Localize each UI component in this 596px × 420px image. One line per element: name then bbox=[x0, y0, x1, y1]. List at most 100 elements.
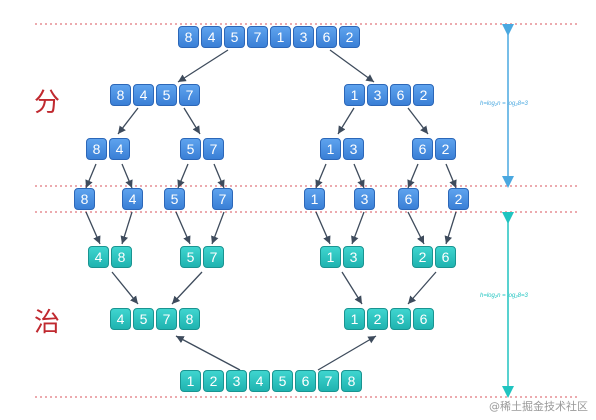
array-cell: 1 bbox=[270, 26, 291, 48]
arrow bbox=[351, 211, 365, 245]
array-cell: 4 bbox=[88, 246, 109, 268]
arrow bbox=[211, 211, 225, 245]
arrow bbox=[407, 211, 425, 245]
array-cell: 6 bbox=[398, 188, 419, 210]
array-cell: 8 bbox=[74, 188, 95, 210]
array-cell: 8 bbox=[111, 246, 132, 268]
array-cell: 8 bbox=[178, 26, 199, 48]
divide-row-3-item-5: 3 bbox=[354, 188, 375, 210]
divide-row-3-item-0: 8 bbox=[74, 188, 95, 210]
array-cell: 6 bbox=[413, 308, 434, 330]
conquer-row-4-group-2: 1 3 bbox=[320, 246, 364, 268]
divide-row-1-group-1: 1 3 6 2 bbox=[344, 84, 434, 106]
array-cell: 1 bbox=[304, 188, 325, 210]
array-cell: 4 bbox=[133, 84, 154, 106]
arrow bbox=[315, 163, 327, 189]
array-cell: 3 bbox=[226, 370, 247, 392]
arrow bbox=[317, 335, 377, 371]
array-cell: 1 bbox=[344, 308, 365, 330]
divide-row-3-item-4: 1 bbox=[304, 188, 325, 210]
array-cell: 5 bbox=[156, 84, 177, 106]
array-cell: 6 bbox=[390, 84, 411, 106]
array-cell: 2 bbox=[203, 370, 224, 392]
divide-row-3-item-2: 5 bbox=[164, 188, 185, 210]
divide-row-1-group-0: 8 4 5 7 bbox=[110, 84, 200, 106]
array-cell: 8 bbox=[341, 370, 362, 392]
arrow bbox=[315, 211, 331, 245]
array-cell: 7 bbox=[318, 370, 339, 392]
arrow bbox=[177, 163, 189, 189]
array-cell: 1 bbox=[344, 84, 365, 106]
arrow bbox=[341, 271, 363, 305]
array-cell: 4 bbox=[201, 26, 222, 48]
array-cell: 3 bbox=[343, 246, 364, 268]
array-cell: 5 bbox=[180, 246, 201, 268]
array-cell: 1 bbox=[180, 370, 201, 392]
arrow bbox=[407, 107, 429, 135]
array-cell: 7 bbox=[247, 26, 268, 48]
arrow bbox=[407, 163, 419, 189]
conquer-label: 治 bbox=[34, 308, 61, 338]
arrow bbox=[121, 163, 133, 189]
array-cell: 5 bbox=[133, 308, 154, 330]
arrow bbox=[353, 163, 365, 189]
array-cell: 6 bbox=[412, 138, 433, 160]
array-cell: 2 bbox=[367, 308, 388, 330]
arrow bbox=[444, 211, 457, 245]
array-cell: 7 bbox=[156, 308, 177, 330]
arrow bbox=[175, 335, 241, 371]
arrow bbox=[85, 211, 101, 245]
array-cell: 1 bbox=[320, 246, 341, 268]
divide-row-3-item-1: 4 bbox=[122, 188, 143, 210]
arrow bbox=[445, 163, 457, 189]
array-cell: 5 bbox=[272, 370, 293, 392]
height-formula-bottom: h=log₂n = log₂8=3 bbox=[480, 293, 528, 299]
array-cell: 2 bbox=[339, 26, 360, 48]
array-cell: 2 bbox=[435, 138, 456, 160]
arrow bbox=[120, 211, 133, 245]
array-cell: 1 bbox=[320, 138, 341, 160]
conquer-row-4-group-3: 2 6 bbox=[412, 246, 456, 268]
array-cell: 4 bbox=[122, 188, 143, 210]
array-cell: 8 bbox=[86, 138, 107, 160]
arrow bbox=[329, 49, 375, 83]
height-formula-top: h=log₂n = log₂8=3 bbox=[480, 101, 528, 107]
array-cell: 3 bbox=[367, 84, 388, 106]
conquer-row-4-group-0: 4 8 bbox=[88, 246, 132, 268]
arrow bbox=[85, 163, 97, 189]
divide-row-3-item-7: 2 bbox=[448, 188, 469, 210]
array-cell: 5 bbox=[180, 138, 201, 160]
array-cell: 4 bbox=[110, 308, 131, 330]
array-cell: 7 bbox=[179, 84, 200, 106]
array-cell: 4 bbox=[109, 138, 130, 160]
divide-row-3-item-3: 7 bbox=[212, 188, 233, 210]
array-cell: 8 bbox=[110, 84, 131, 106]
array-cell: 6 bbox=[295, 370, 316, 392]
array-cell: 3 bbox=[293, 26, 314, 48]
array-cell: 7 bbox=[212, 188, 233, 210]
arrow bbox=[177, 49, 229, 83]
array-cell: 6 bbox=[316, 26, 337, 48]
arrow bbox=[213, 163, 225, 189]
divide-row-2-group-3: 6 2 bbox=[412, 138, 456, 160]
array-cell: 3 bbox=[390, 308, 411, 330]
arrow bbox=[175, 211, 191, 245]
divide-row-3-item-6: 6 bbox=[398, 188, 419, 210]
array-cell: 3 bbox=[354, 188, 375, 210]
array-cell: 6 bbox=[435, 246, 456, 268]
divide-row-2-group-2: 1 3 bbox=[320, 138, 364, 160]
arrow bbox=[337, 107, 355, 135]
array-cell: 5 bbox=[164, 188, 185, 210]
arrow bbox=[171, 271, 203, 305]
array-cell: 2 bbox=[448, 188, 469, 210]
array-cell: 7 bbox=[203, 138, 224, 160]
arrow bbox=[111, 271, 139, 305]
array-cell: 5 bbox=[224, 26, 245, 48]
divide-row-0: 8 4 5 7 1 3 6 2 bbox=[178, 26, 360, 48]
array-cell: 8 bbox=[179, 308, 200, 330]
conquer-row-4-group-1: 5 7 bbox=[180, 246, 224, 268]
arrow bbox=[117, 107, 139, 135]
arrow bbox=[407, 271, 437, 305]
divide-label: 分 bbox=[34, 88, 61, 118]
